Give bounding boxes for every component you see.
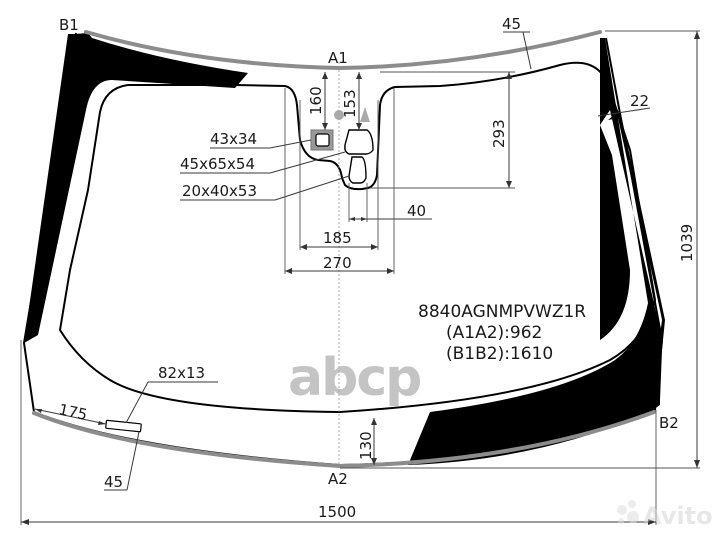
svg-text:Avito: Avito	[643, 502, 713, 530]
callout-45x65x54: 45x65x54	[180, 155, 255, 173]
dim-45-top: 45	[502, 15, 521, 33]
frit-left-band	[24, 33, 248, 343]
dim-293: 293	[490, 119, 508, 148]
dim-185: 185	[323, 229, 352, 247]
dim-130: 130	[357, 431, 375, 460]
callout-82x13: 82x13	[158, 364, 205, 382]
point-a2: A2	[328, 470, 348, 488]
sensor-box-20x40x53	[348, 156, 367, 184]
vin-window	[105, 419, 142, 433]
frit-right-side	[408, 110, 665, 465]
inner-visible-outline	[58, 61, 657, 414]
top-edge	[84, 30, 602, 71]
avito-watermark: Avito	[617, 500, 713, 530]
point-a1: A1	[328, 49, 348, 67]
dim-153: 153	[341, 89, 359, 118]
abcp-watermark: abcp	[288, 348, 420, 408]
callout-43x34: 43x34	[210, 130, 257, 148]
sensor-triangle	[360, 107, 370, 122]
dim-45-bottom: 45	[104, 473, 123, 491]
sensor-box-45x65x54	[344, 129, 374, 155]
dim-160: 160	[307, 86, 325, 115]
dim-1039: 1039	[678, 224, 696, 262]
bottom-edge	[32, 410, 656, 469]
callout-20x40x53: 20x40x53	[182, 182, 257, 200]
point-b2: B2	[659, 414, 679, 432]
spec-a1a2: (A1A2):962	[446, 323, 542, 343]
dim-40: 40	[407, 202, 426, 220]
dim-175-line	[34, 408, 107, 425]
part-code: 8840AGNMPVWZ1R	[418, 302, 586, 322]
dim-1500: 1500	[318, 503, 356, 521]
dim-175: 175	[57, 400, 89, 424]
dim-22: 22	[630, 92, 649, 110]
point-b1: B1	[59, 16, 79, 34]
spec-b1b2: (B1B2):1610	[446, 344, 553, 364]
dim-270: 270	[323, 254, 352, 272]
